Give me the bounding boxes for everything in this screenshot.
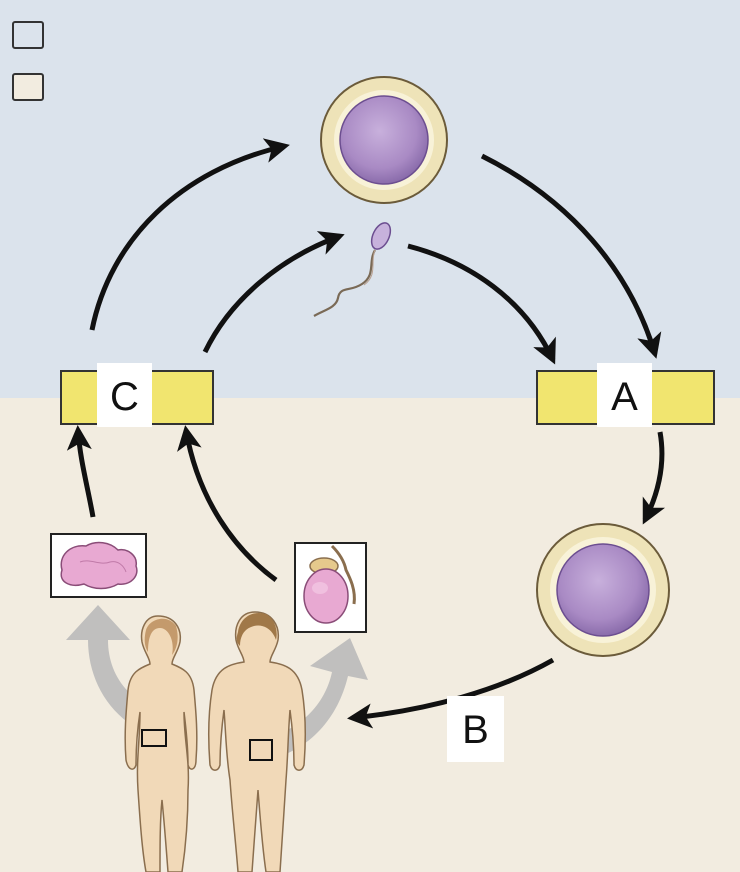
testis-icon bbox=[294, 542, 367, 633]
arrow-ovary-to-c bbox=[66, 425, 96, 518]
legend-swatch-upper bbox=[12, 21, 44, 49]
gray-arrow-male bbox=[262, 638, 368, 760]
arrow-c-to-egg bbox=[89, 138, 290, 331]
arrow-egg-to-a bbox=[480, 153, 662, 359]
arrow-c-to-sperm bbox=[202, 231, 345, 354]
egg-cell-icon bbox=[320, 76, 448, 204]
arrow-a-to-zygote bbox=[642, 431, 666, 525]
label-a-text: A bbox=[611, 375, 638, 419]
female-figure-icon bbox=[124, 615, 198, 872]
label-c-text: C bbox=[110, 375, 139, 419]
sperm-icon bbox=[313, 222, 392, 317]
label-b-text: B bbox=[462, 708, 489, 752]
label-a: A bbox=[597, 363, 652, 427]
label-b: B bbox=[447, 696, 504, 762]
arrow-sperm-to-a bbox=[407, 243, 556, 365]
ovary-icon bbox=[50, 533, 147, 598]
legend-swatch-lower bbox=[12, 73, 44, 101]
arrow-testis-to-c bbox=[177, 425, 278, 583]
male-figure-icon bbox=[207, 611, 307, 872]
zygote-cell-icon bbox=[536, 523, 670, 657]
label-c: C bbox=[97, 363, 152, 427]
